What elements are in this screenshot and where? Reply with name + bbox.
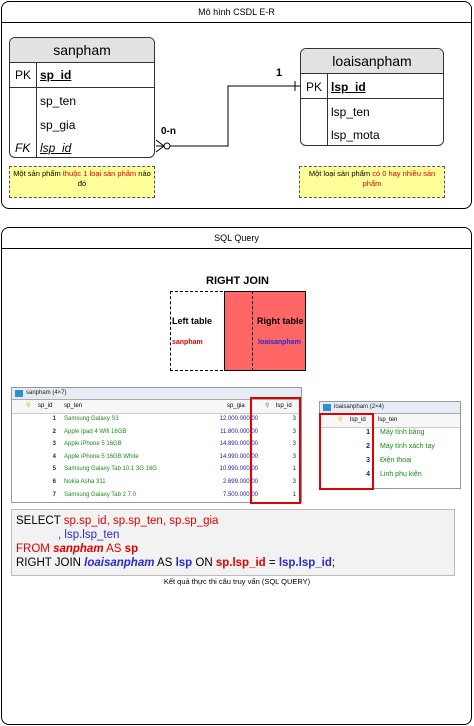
field-lsp-id: lsp_id [331,80,366,94]
field-sp-id: sp_id [40,68,72,82]
cardinality-many: 0-n [161,126,176,137]
fk-label: FK [15,141,31,155]
grid-sanpham[interactable]: sanpham (4×7) ⚲ sp_id sp_ten sp_gia ⚲ ls… [11,387,302,503]
venn-title: RIGHT JOIN [206,275,269,287]
venn-right-name: loaisanpham [258,339,301,346]
field-lsp-mota: lsp_mota [331,128,380,142]
key-icon: ⚲ [26,403,31,409]
entity-loaisanpham[interactable]: loaisanpham PK lsp_id lsp_ten lsp_mota [300,48,444,146]
highlight-sanpham-lsp-id [250,397,301,504]
note-loaisanpham: Một loại sản phẩm có 0 hay nhiều sản phẩ… [299,166,445,198]
venn-right-label: Right table [257,316,304,326]
venn-right-table [224,291,306,371]
highlight-loaisanpham-lsp-id [319,413,374,490]
table-icon [323,404,331,411]
entity-sanpham-title: sanpham [10,38,154,63]
key-icon: ⚲ [338,417,343,423]
sql-panel-title: SQL Query [2,228,471,249]
grid-loaisanpham-title: loaisanpham (2×4) [334,404,384,410]
sql-query-box[interactable]: SELECT sp.sp_id, sp.sp_ten, sp.sp_gia , … [11,509,455,576]
cardinality-one: 1 [276,67,283,79]
venn-left-name: sanpham [172,339,203,346]
er-panel-title: Mô hình CSDL E-R [2,2,471,23]
pk-label: PK [15,68,32,82]
field-sp-gia: sp_gia [40,118,76,132]
result-caption: Kết quả thực thi câu truy vấn (SQL QUERY… [163,577,311,586]
venn-left-label: Left table [172,316,213,326]
grid-sanpham-title: sanpham (4×7) [26,390,67,396]
pk-label: PK [306,80,323,94]
field-sp-ten: sp_ten [40,94,77,108]
key-icon: ⚲ [265,403,270,409]
field-lsp-ten: lsp_ten [331,105,370,119]
grid-loaisanpham-header: ⚲ lsp_id lsp_ten [320,414,460,428]
field-lsp-id-fk: lsp_id [40,141,72,155]
note-sanpham: Một sản phẩm thuộc 1 loại sản phẩm nào đ… [9,166,155,198]
entity-loaisanpham-title: loaisanpham [301,49,443,74]
relationship-connector [155,81,300,153]
table-icon [15,390,23,397]
entity-sanpham[interactable]: sanpham PK sp_id sp_ten sp_gia FK lsp_id [9,37,155,158]
grid-sanpham-header: ⚲ sp_id sp_ten sp_gia ⚲ lsp_id [12,400,301,414]
